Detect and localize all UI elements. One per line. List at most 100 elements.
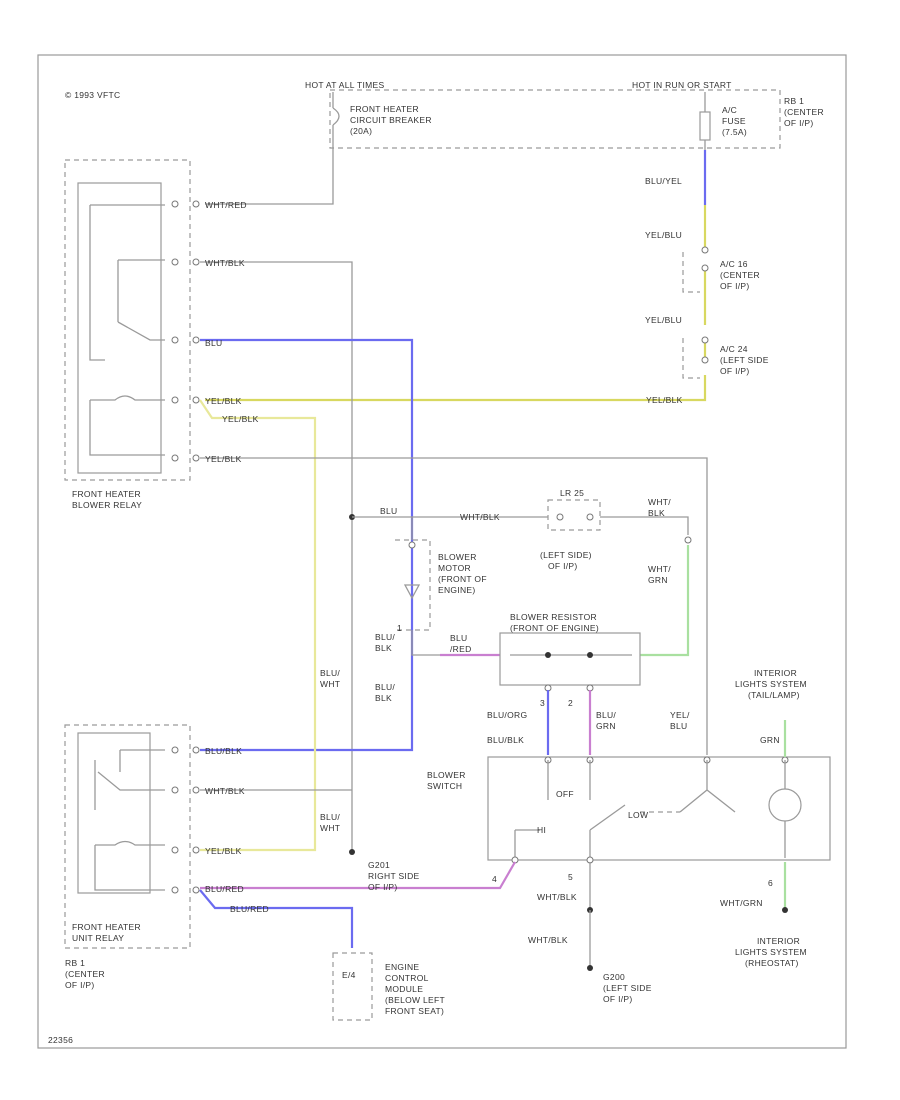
lr25-label-3: OF I/P) bbox=[548, 561, 578, 571]
ac16-pin-b bbox=[701, 264, 709, 272]
wht-red-wire bbox=[205, 92, 334, 205]
relay-socket-5 bbox=[192, 454, 200, 462]
ac24-pin-a bbox=[701, 336, 709, 344]
blower-switch-box bbox=[487, 756, 831, 861]
label-wht-grn-1: WHT/ bbox=[648, 564, 671, 574]
ac24-pin-b bbox=[701, 356, 709, 364]
unit-relay-pin-2 bbox=[171, 786, 179, 794]
rb1-bottom-1: RB 1 bbox=[65, 958, 85, 968]
ac24-label-3: OF I/P) bbox=[720, 366, 750, 376]
switch-low: LOW bbox=[628, 810, 648, 820]
unit-relay-pin-3 bbox=[171, 846, 179, 854]
unit-relay-pin-4 bbox=[171, 886, 179, 894]
blower-relay-name-1: FRONT HEATER bbox=[72, 489, 141, 499]
resistor-tap-2 bbox=[587, 652, 593, 658]
relay-pin-1 bbox=[171, 200, 179, 208]
ils-bot-3: (RHEOSTAT) bbox=[745, 958, 799, 968]
wht-grn-wire bbox=[640, 545, 690, 657]
label-wht-grn-bot: WHT/GRN bbox=[720, 898, 763, 908]
unit-relay-socket-1 bbox=[192, 746, 200, 754]
label-blu-org: BLU/ORG bbox=[487, 710, 527, 720]
label-yel-blk-relay: YEL/BLK bbox=[205, 846, 242, 856]
blower-relay-outline bbox=[64, 159, 191, 481]
g200-label-3: OF I/P) bbox=[603, 994, 633, 1004]
g200-label-1: G200 bbox=[603, 972, 625, 982]
label-blu-blk-2a: BLU/ bbox=[375, 682, 395, 692]
label-yel-blu-sw-2: BLU bbox=[670, 721, 687, 731]
blower-resistor-box bbox=[499, 632, 641, 686]
breaker-sub: CIRCUIT BREAKER bbox=[350, 115, 432, 125]
ils-top-3: (TAIL/LAMP) bbox=[748, 690, 800, 700]
label-blu-red-1: BLU bbox=[450, 633, 467, 643]
yel-blk-switch-wire bbox=[200, 457, 708, 755]
relay-socket-4 bbox=[192, 396, 200, 404]
resistor-label-2: (FRONT OF ENGINE) bbox=[510, 623, 599, 633]
label-blu-blk-relay: BLU/BLK bbox=[205, 746, 242, 756]
breaker-rating: (20A) bbox=[350, 126, 372, 136]
label-wht-grn-2: GRN bbox=[648, 575, 668, 585]
label-wht-red: WHT/RED bbox=[205, 200, 247, 210]
ac16-label-2: (CENTER bbox=[720, 270, 760, 280]
unit-relay-contact bbox=[94, 749, 165, 810]
label-wht-blk-relay: WHT/BLK bbox=[205, 786, 245, 796]
g200-ground bbox=[587, 965, 593, 971]
lr25-pin-b bbox=[586, 513, 594, 521]
rb1-top-3: OF I/P) bbox=[784, 118, 814, 128]
rb1-bottom-3: OF I/P) bbox=[65, 980, 95, 990]
fuse-sub: FUSE bbox=[722, 116, 746, 126]
fuse-symbol bbox=[699, 111, 711, 141]
left-feed-label: HOT AT ALL TIMES bbox=[305, 80, 384, 90]
label-blu-blk-2b: BLK bbox=[375, 693, 392, 703]
right-feed-label: HOT IN RUN OR START bbox=[632, 80, 732, 90]
motor-label-2: MOTOR bbox=[438, 563, 471, 573]
g201-label-2: RIGHT SIDE bbox=[368, 871, 420, 881]
resistor-label-1: BLOWER RESISTOR bbox=[510, 612, 597, 622]
unit-relay-outline bbox=[64, 724, 191, 949]
unit-relay-name-1: FRONT HEATER bbox=[72, 922, 141, 932]
lr25-box bbox=[547, 499, 601, 531]
switch-lamp bbox=[768, 788, 802, 822]
breaker-symbol bbox=[332, 107, 340, 126]
switch-label-2: SWITCH bbox=[427, 781, 462, 791]
pin-6-label: 6 bbox=[768, 878, 773, 888]
ac24-bracket bbox=[682, 338, 700, 379]
switch-off: OFF bbox=[556, 789, 574, 799]
ils-top-2: LIGHTS SYSTEM bbox=[735, 679, 807, 689]
breaker-name: FRONT HEATER bbox=[350, 104, 419, 114]
blower-relay-contact bbox=[89, 205, 165, 361]
unit-relay-name-2: UNIT RELAY bbox=[72, 933, 124, 943]
lr25-pin-a bbox=[556, 513, 564, 521]
label-yel-blk-right: YEL/BLK bbox=[646, 395, 683, 405]
label-yel-blu-sw-1: YEL/ bbox=[670, 710, 690, 720]
rb1-top-1: RB 1 bbox=[784, 96, 804, 106]
resistor-tap-1 bbox=[545, 652, 551, 658]
relay-pin-5 bbox=[171, 454, 179, 462]
wht-blk-motor-feed bbox=[352, 516, 689, 535]
label-blu-red-ecm: BLU/RED bbox=[230, 904, 269, 914]
label-blu-yel: BLU/YEL bbox=[645, 176, 682, 186]
ac16-pin-a bbox=[701, 246, 709, 254]
blu-red-ecm-wire bbox=[199, 889, 354, 948]
relay-pin-4 bbox=[171, 396, 179, 404]
motor-label-3: (FRONT OF bbox=[438, 574, 487, 584]
fuse-name: A/C bbox=[722, 105, 737, 115]
relay-socket-1 bbox=[192, 200, 200, 208]
relay-pin-2 bbox=[171, 258, 179, 266]
ac16-label-3: OF I/P) bbox=[720, 281, 750, 291]
ecm-label-5: FRONT SEAT) bbox=[385, 1006, 444, 1016]
g201-label-3: OF I/P) bbox=[368, 882, 398, 892]
label-blu-blk-sw: BLU/BLK bbox=[487, 735, 524, 745]
switch-label-1: BLOWER bbox=[427, 770, 466, 780]
yel-blu-wire bbox=[205, 240, 707, 402]
rb1-bottom-2: (CENTER bbox=[65, 969, 105, 979]
label-blu-mid: BLU bbox=[380, 506, 397, 516]
yel-blk-wire bbox=[199, 399, 317, 852]
ils-top-1: INTERIOR bbox=[754, 668, 797, 678]
relay-pin-3 bbox=[171, 336, 179, 344]
ils-bot-2: LIGHTS SYSTEM bbox=[735, 947, 807, 957]
label-blu-wht-2: WHT bbox=[320, 679, 340, 689]
blower-relay-name-2: BLOWER RELAY bbox=[72, 500, 142, 510]
label-yel-blu-2: YEL/BLU bbox=[645, 315, 682, 325]
diagram-frame bbox=[37, 54, 847, 1049]
